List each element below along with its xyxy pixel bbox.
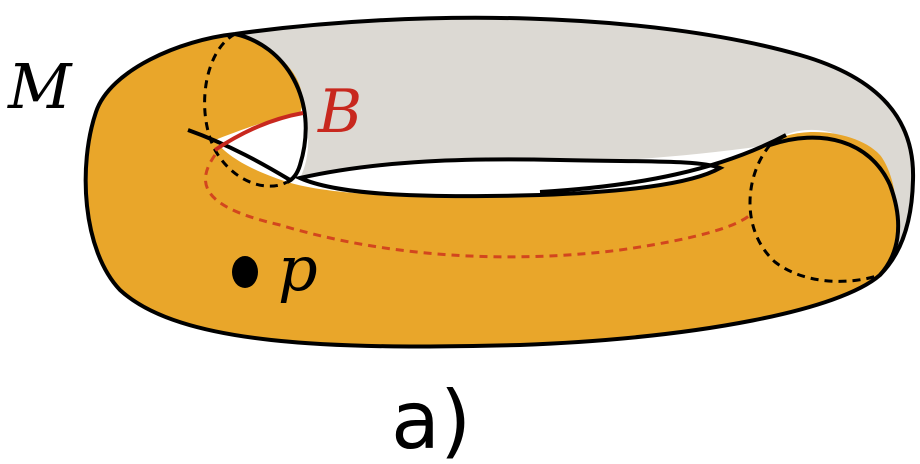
panel-label: a) — [391, 374, 471, 464]
torus-surface — [85, 34, 897, 347]
point-p — [232, 256, 258, 288]
curve-b-visible — [213, 111, 304, 152]
right-cut-front-arc — [769, 135, 901, 277]
label-point: p — [278, 232, 318, 305]
left-cut-front-arc — [234, 32, 308, 184]
curve-b-hidden — [203, 154, 751, 259]
front-lip-edge-right — [539, 133, 787, 194]
right-cut-hidden-arc — [748, 144, 881, 283]
front-lip-edge — [187, 128, 292, 182]
torus-inner-surface — [235, 17, 914, 275]
torus-outline — [83, 15, 916, 349]
label-curve: B — [317, 77, 362, 147]
label-manifold: M — [7, 50, 73, 123]
